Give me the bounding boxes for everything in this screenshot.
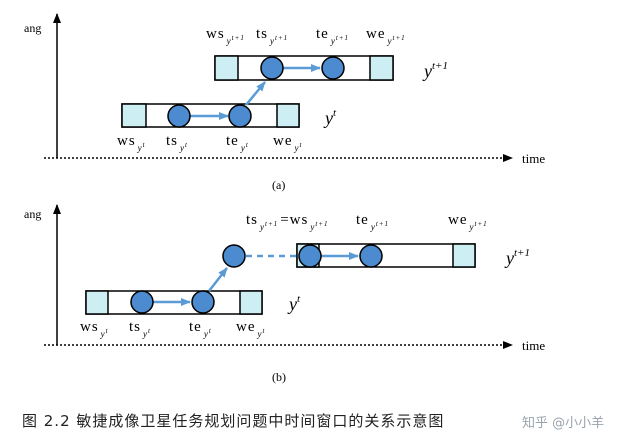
figure-caption-bar: 图 2.2 敏捷成像卫星任务规划问题中时间窗口的关系示意图 知乎 @小小羊 xyxy=(0,408,640,436)
panel-label-a: (a) xyxy=(272,178,285,192)
y-axis-label-b: ang xyxy=(24,207,41,221)
task-start-yt1-a xyxy=(260,56,284,80)
window-name-yt-b: yt xyxy=(287,293,301,314)
transition-arrow-a xyxy=(245,81,266,106)
task-start-yt-b xyxy=(130,290,154,314)
window-name-yt-a: yt xyxy=(323,107,337,128)
task-end-yt-a xyxy=(228,104,252,128)
window-name-yt1-a: yt+1 xyxy=(422,60,448,81)
watermark: 知乎 @小小羊 xyxy=(522,416,605,431)
y-axis-label-a: ang xyxy=(24,21,41,35)
figure-caption: 图 2.2 敏捷成像卫星任务规划问题中时间窗口的关系示意图 xyxy=(22,412,445,430)
task-end-yt1-a xyxy=(321,56,345,80)
task-start-yt1-b xyxy=(298,244,322,268)
earliest-start-b xyxy=(222,244,246,268)
x-axis-label-b: time xyxy=(522,338,545,353)
transition-arrow-b xyxy=(208,267,228,292)
task-end-yt-b xyxy=(191,290,215,314)
x-axis-label-a: time xyxy=(522,151,545,166)
task-end-yt1-b xyxy=(359,244,383,268)
task-start-yt-a xyxy=(167,104,191,128)
window-name-yt1-b: yt+1 xyxy=(504,247,530,268)
panel-label-b: (b) xyxy=(272,370,286,384)
